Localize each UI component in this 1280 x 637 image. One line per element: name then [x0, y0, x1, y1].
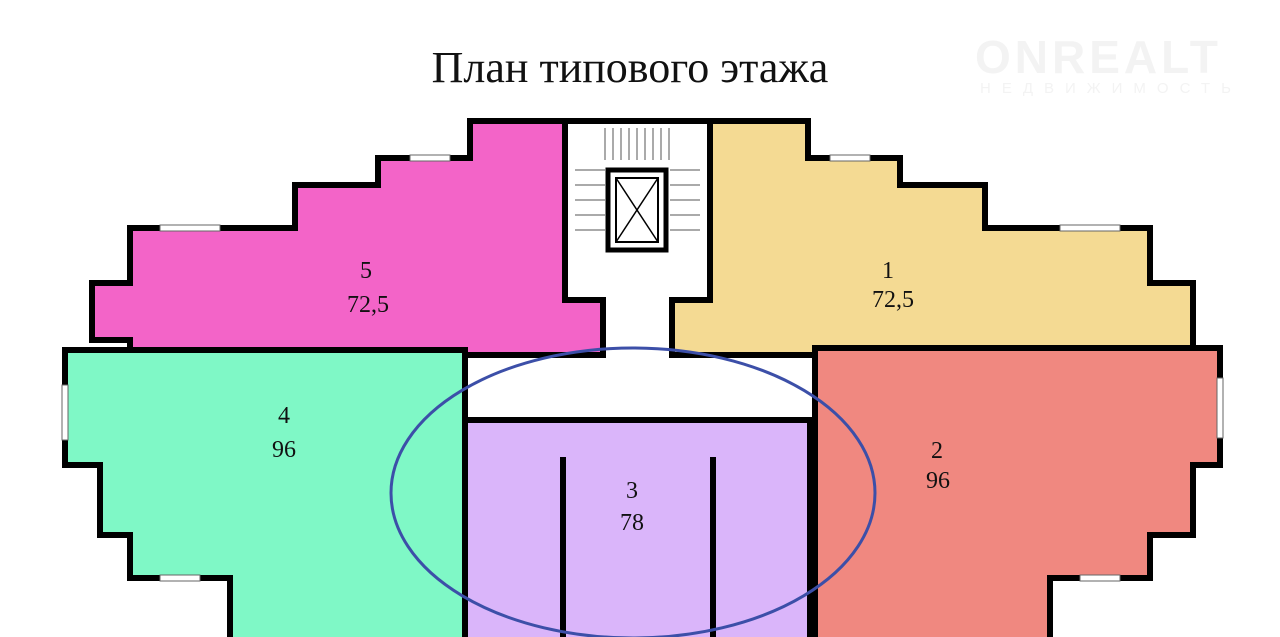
watermark-brand: ONREALT	[975, 31, 1222, 83]
room-2-area: 96	[926, 468, 950, 494]
page-title: План типового этажа	[431, 43, 829, 92]
elevator-icon	[605, 167, 669, 253]
room-3-area: 78	[620, 510, 644, 536]
room-3[interactable]	[462, 417, 813, 637]
room-1-area: 72,5	[872, 287, 914, 313]
room-2-number: 2	[931, 438, 943, 464]
room-4[interactable]	[62, 347, 468, 637]
room-1-number: 1	[882, 258, 894, 284]
room-4-area: 96	[272, 437, 296, 463]
room-3-number: 3	[626, 478, 638, 504]
room-5-area: 72,5	[347, 292, 389, 318]
stairs-icon	[575, 128, 700, 231]
room-1[interactable]	[669, 118, 1196, 358]
room-4-number: 4	[278, 403, 290, 429]
windows	[61, 154, 1224, 582]
watermark-tagline: НЕДВИЖИМОСТЬ	[980, 80, 1242, 97]
room-5-number: 5	[360, 258, 372, 284]
room-5[interactable]	[89, 118, 606, 358]
highlight-ellipse	[389, 346, 877, 637]
